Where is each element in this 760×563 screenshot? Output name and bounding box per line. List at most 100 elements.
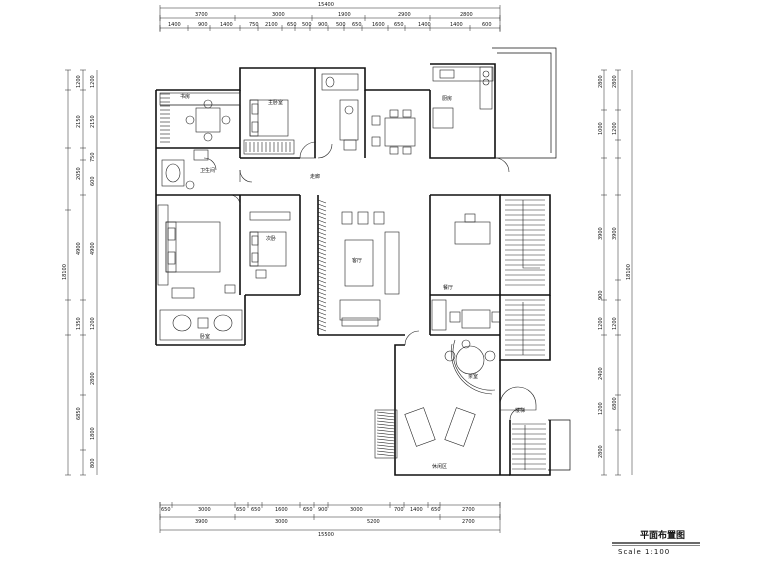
walls (155, 47, 571, 476)
drawing-line (317, 251, 327, 256)
dim-left-4: 4900 (76, 242, 82, 255)
dim-left-1: 1200 (76, 75, 82, 88)
drawing-line (317, 275, 327, 280)
dim-left-3: 2050 (76, 167, 82, 180)
dim-left-r2-7: 2800 (90, 372, 96, 385)
right-dimensions: 2800 2800 1000 1200 3900 3900 900 1200 1… (598, 69, 633, 476)
drawing-line (317, 243, 327, 248)
dim-left-total: 18100 (62, 264, 68, 280)
label-bedroom-3: 卧室 (200, 333, 210, 340)
drawing-line (317, 287, 327, 292)
drawing-line (317, 203, 327, 208)
dim-top-r2-6: 650 (287, 22, 297, 28)
drawing-line (317, 239, 327, 244)
room-labels: 书房 主卧室 厨房 卫生间 走廊 次卧 卧室 客厅 餐厅 茶室 楼梯 休闲区 (180, 93, 525, 470)
drawing-line (376, 432, 396, 436)
dim-bot-3: 650 (236, 507, 246, 513)
drawing-line (317, 263, 327, 268)
dim-left-r2-1: 1200 (90, 75, 96, 88)
dim-right-r2-2: 1000 (598, 122, 604, 135)
dim-top-r2-9: 500 (336, 22, 346, 28)
dim-bot-11: 650 (431, 507, 441, 513)
label-stairs: 楼梯 (515, 407, 525, 414)
top-dimensions: 15400 3700 3000 1900 2900 2800 1400 900 … (159, 2, 501, 32)
dim-right-total: 18100 (626, 264, 632, 280)
dim-bot-9: 700 (394, 507, 404, 513)
drawing-line (317, 307, 327, 312)
label-tea-room: 茶室 (468, 373, 478, 380)
dim-right-r2-4: 3900 (612, 227, 618, 240)
drawing-line (317, 207, 327, 212)
dim-bot-10: 1400 (410, 507, 423, 513)
drawing-line (376, 423, 396, 427)
dim-top-r2-2: 900 (198, 22, 208, 28)
drawing-line (317, 303, 327, 308)
drawing-line (317, 235, 327, 240)
label-kitchen: 厨房 (442, 95, 452, 102)
furniture (157, 66, 537, 459)
dim-left-r2-2: 2150 (90, 115, 96, 128)
drawing-line (317, 227, 327, 232)
dim-top-2: 3000 (272, 12, 285, 18)
drawing-line (317, 323, 327, 328)
dim-left-5: 1350 (76, 317, 82, 330)
drawing-line (376, 420, 396, 424)
dim-bot-4: 650 (251, 507, 261, 513)
drawing-line (376, 444, 396, 448)
drawing-line (317, 231, 327, 236)
drawing-line (376, 435, 396, 439)
dim-bot-total: 15500 (318, 532, 334, 538)
dim-bot-6: 650 (303, 507, 313, 513)
dim-bot-r2-4: 2700 (462, 519, 475, 525)
drawing-line (317, 283, 327, 288)
dim-left-6: 6850 (76, 407, 82, 420)
dim-top-r2-5: 2100 (265, 22, 278, 28)
label-dining: 餐厅 (443, 284, 453, 291)
label-leisure: 休闲区 (432, 463, 447, 470)
drawing-line (317, 255, 327, 260)
dim-bot-5: 1600 (275, 507, 288, 513)
dim-left-2: 2150 (76, 115, 82, 128)
dim-top-1: 3700 (195, 12, 208, 18)
dim-left-r2-8: 1800 (90, 427, 96, 440)
dim-top-5: 2800 (460, 12, 473, 18)
label-corridor: 走廊 (310, 173, 320, 180)
dim-bot-r2-1: 3900 (195, 519, 208, 525)
label-living: 客厅 (352, 257, 362, 264)
dim-left-r2-3: 750 (90, 152, 96, 162)
drawing-line (317, 211, 327, 216)
drawing-line (317, 291, 327, 296)
dim-top-r2-12: 650 (394, 22, 404, 28)
dim-top-r2-4: 750 (249, 22, 259, 28)
drawing-line (317, 295, 327, 300)
dim-top-r2-14: 1400 (450, 22, 463, 28)
dim-top-r2-1: 1400 (168, 22, 181, 28)
label-bedroom-2: 次卧 (266, 235, 276, 242)
drawing-line (317, 215, 327, 220)
drawing-line (376, 417, 396, 421)
drawing-line (376, 438, 396, 442)
dim-right-r2-5: 900 (598, 290, 604, 300)
label-master-bedroom: 主卧室 (268, 99, 283, 106)
dim-top-total: 15400 (318, 2, 334, 8)
dim-top-r2-7: 500 (302, 22, 312, 28)
dim-left-r2-9: 800 (90, 458, 96, 468)
drawing-line (317, 267, 327, 272)
bottom-dimensions: 650 3000 650 650 1600 650 900 3000 700 1… (159, 502, 501, 538)
drawing-line (317, 299, 327, 304)
dim-right-3: 1200 (598, 317, 604, 330)
dim-right-r2-1: 2800 (612, 75, 618, 88)
drawing-line (376, 450, 396, 454)
dim-left-r2-4: 600 (90, 176, 96, 186)
drawing-line (317, 319, 327, 324)
drawing-title: 平面布置图 (640, 529, 685, 541)
dim-right-1: 2800 (598, 75, 604, 88)
dim-right-r2-6: 1200 (612, 317, 618, 330)
drawing-line (376, 429, 396, 433)
dim-right-5: 2800 (598, 445, 604, 458)
drawing-line (376, 447, 396, 451)
label-bath: 卫生间 (200, 167, 215, 174)
drawing-line (317, 271, 327, 276)
dim-right-2: 3900 (598, 227, 604, 240)
